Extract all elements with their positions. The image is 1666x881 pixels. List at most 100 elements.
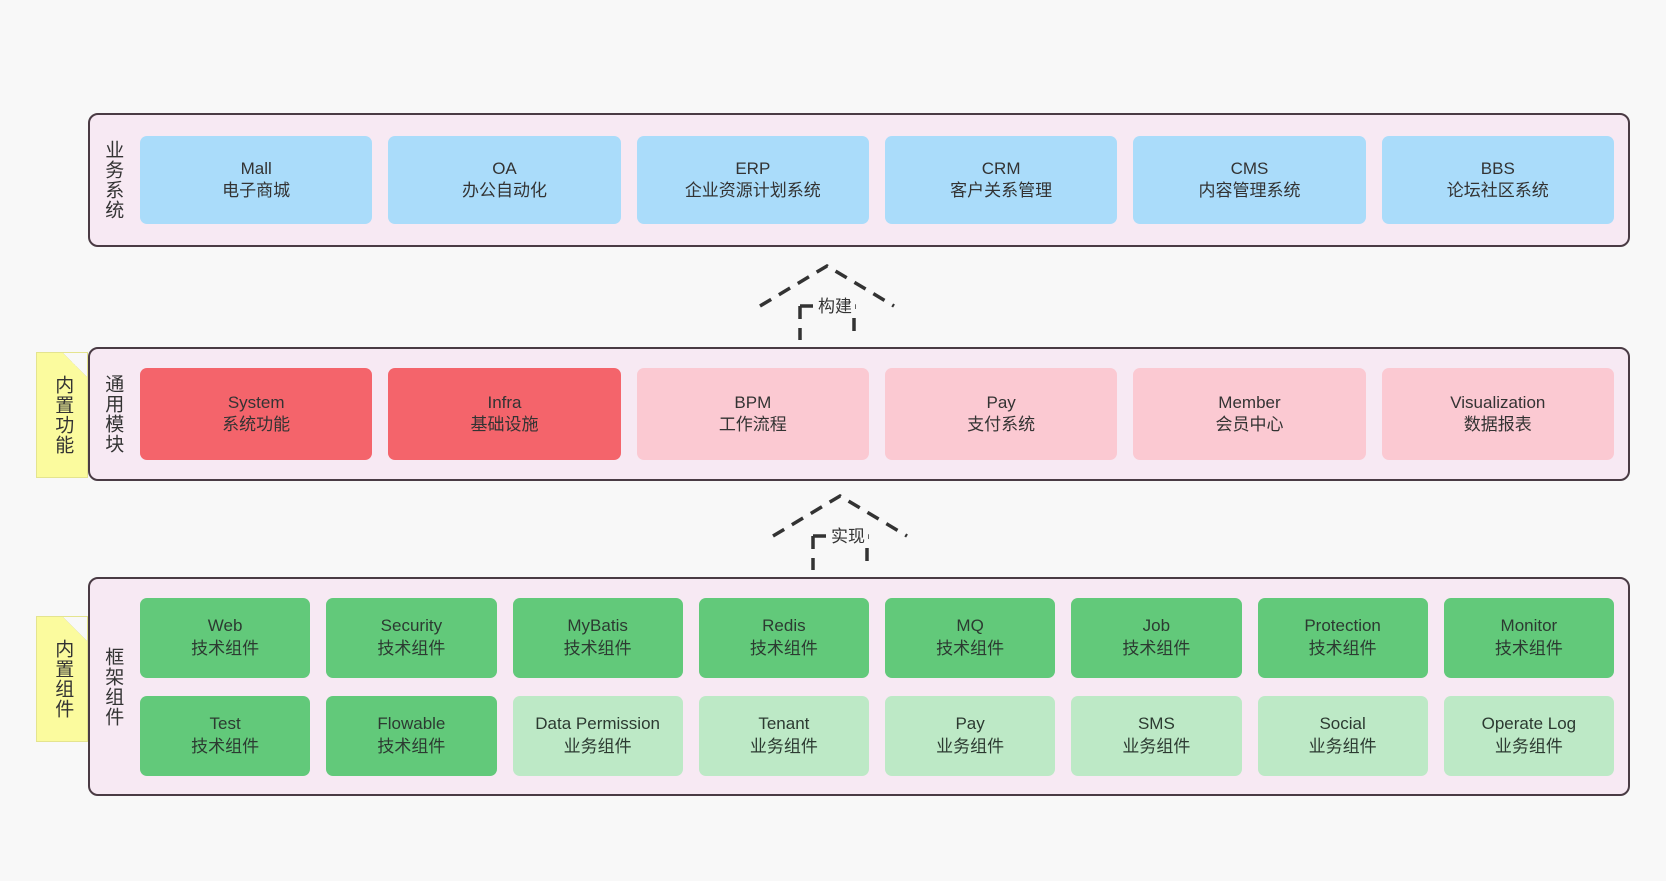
layer-body-framework-components: Web 技术组件 Security 技术组件 MyBatis 技术组件 Redi… — [134, 579, 1628, 794]
card-title: BPM — [734, 392, 772, 412]
card-protection[interactable]: Protection 技术组件 — [1257, 597, 1428, 678]
card-subtitle: 业务组件 — [563, 736, 632, 756]
card-subtitle: 业务组件 — [749, 736, 818, 756]
card-subtitle: 电子商城 — [222, 181, 291, 200]
card-title: Protection — [1304, 616, 1381, 636]
card-security[interactable]: Security 技术组件 — [326, 597, 497, 678]
card-bbs[interactable]: BBS 论坛社区系统 — [1381, 136, 1614, 224]
card-subtitle: 业务组件 — [936, 736, 1005, 756]
card-title: CMS — [1230, 158, 1269, 178]
card-bpm[interactable]: BPM 工作流程 — [636, 368, 869, 460]
card-subtitle: 技术组件 — [563, 638, 632, 658]
card-title: MyBatis — [567, 616, 628, 636]
sticky-fold-cover — [63, 353, 87, 377]
card-monitor[interactable]: Monitor 技术组件 — [1443, 597, 1614, 678]
card-operate-log[interactable]: Operate Log 业务组件 — [1443, 695, 1614, 776]
arrow-head-build — [759, 263, 895, 308]
card-job[interactable]: Job 技术组件 — [1071, 597, 1242, 678]
card-row: Web 技术组件 Security 技术组件 MyBatis 技术组件 Redi… — [140, 597, 1614, 678]
card-redis[interactable]: Redis 技术组件 — [698, 597, 869, 678]
card-title: Data Permission — [535, 714, 660, 734]
card-title: ERP — [735, 158, 771, 178]
card-subtitle: 技术组件 — [191, 638, 260, 658]
card-title: OA — [492, 158, 517, 178]
sticky-note-builtin-component: 内置组件 — [36, 616, 88, 742]
card-data-permission[interactable]: Data Permission 业务组件 — [512, 695, 683, 776]
card-tenant[interactable]: Tenant 业务组件 — [698, 695, 869, 776]
card-social[interactable]: Social 业务组件 — [1257, 695, 1428, 776]
card-row: System 系统功能 Infra 基础设施 BPM 工作流程 Pay 支付系统… — [140, 368, 1614, 460]
card-pay-business[interactable]: Pay 业务组件 — [885, 695, 1056, 776]
arrow-build: 构建 — [755, 262, 905, 340]
card-mybatis[interactable]: MyBatis 技术组件 — [512, 597, 683, 678]
card-title: Monitor — [1500, 616, 1558, 636]
card-title: SMS — [1137, 714, 1175, 734]
card-row: Mall 电子商城 OA 办公自动化 ERP 企业资源计划系统 CRM 客户关系… — [140, 136, 1614, 224]
card-subtitle: 技术组件 — [377, 638, 446, 658]
card-flowable[interactable]: Flowable 技术组件 — [326, 695, 497, 776]
card-subtitle: 技术组件 — [377, 736, 446, 756]
layer-common-modules: 通用模块 System 系统功能 Infra 基础设施 BPM 工作流程 Pay… — [88, 347, 1630, 481]
card-title: Web — [207, 616, 243, 636]
card-title: Mall — [240, 158, 272, 178]
arrow-head-implement — [772, 493, 908, 538]
card-subtitle: 业务组件 — [1122, 736, 1191, 756]
layer-title-business-systems: 业务系统 — [102, 140, 124, 220]
card-erp[interactable]: ERP 企业资源计划系统 — [636, 136, 869, 224]
card-title: Flowable — [377, 714, 446, 734]
card-visualization[interactable]: Visualization 数据报表 — [1381, 368, 1614, 460]
card-test[interactable]: Test 技术组件 — [140, 695, 311, 776]
card-pay[interactable]: Pay 支付系统 — [884, 368, 1118, 460]
card-title: Security — [380, 616, 443, 636]
card-subtitle: 会员中心 — [1215, 415, 1284, 434]
layer-body-common-modules: System 系统功能 Infra 基础设施 BPM 工作流程 Pay 支付系统… — [134, 349, 1628, 479]
card-subtitle: 技术组件 — [749, 638, 818, 658]
card-title: CRM — [981, 158, 1021, 178]
card-title: Test — [209, 714, 241, 734]
sticky-label: 内置组件 — [52, 639, 74, 719]
card-subtitle: 技术组件 — [1122, 638, 1191, 658]
card-subtitle: 基础设施 — [470, 415, 539, 434]
card-oa[interactable]: OA 办公自动化 — [388, 136, 621, 224]
card-title: Pay — [955, 714, 985, 734]
card-mall[interactable]: Mall 电子商城 — [140, 136, 373, 224]
card-subtitle: 技术组件 — [191, 736, 260, 756]
sticky-label: 内置功能 — [52, 375, 74, 455]
card-title: System — [227, 392, 285, 412]
layer-body-business-systems: Mall 电子商城 OA 办公自动化 ERP 企业资源计划系统 CRM 客户关系… — [134, 115, 1628, 245]
card-infra[interactable]: Infra 基础设施 — [388, 368, 621, 460]
card-subtitle: 工作流程 — [718, 415, 787, 434]
card-row: Test 技术组件 Flowable 技术组件 Data Permission … — [140, 695, 1614, 776]
layer-framework-components: 框架组件 Web 技术组件 Security 技术组件 MyBatis 技术组件… — [88, 577, 1630, 796]
card-system[interactable]: System 系统功能 — [140, 368, 373, 460]
card-sms[interactable]: SMS 业务组件 — [1071, 695, 1242, 776]
card-title: Member — [1218, 392, 1281, 412]
layer-title-framework-components: 框架组件 — [102, 646, 124, 727]
card-subtitle: 论坛社区系统 — [1446, 181, 1549, 200]
card-title: Visualization — [1450, 392, 1546, 412]
card-title: Infra — [487, 392, 522, 412]
card-title: Tenant — [758, 714, 810, 734]
card-web[interactable]: Web 技术组件 — [140, 597, 311, 678]
card-member[interactable]: Member 会员中心 — [1133, 368, 1366, 460]
layer-business-systems: 业务系统 Mall 电子商城 OA 办公自动化 ERP 企业资源计划系统 CRM… — [88, 113, 1630, 247]
card-subtitle: 企业资源计划系统 — [684, 181, 821, 200]
card-title: MQ — [956, 616, 984, 636]
card-title: Redis — [762, 616, 806, 636]
card-mq[interactable]: MQ 技术组件 — [885, 597, 1056, 678]
card-title: Social — [1319, 714, 1366, 734]
card-subtitle: 系统功能 — [222, 415, 291, 434]
card-crm[interactable]: CRM 客户关系管理 — [884, 136, 1118, 224]
layer-title-common-modules: 通用模块 — [102, 374, 124, 454]
card-title: Job — [1142, 616, 1171, 636]
card-subtitle: 业务组件 — [1494, 736, 1563, 756]
card-subtitle: 支付系统 — [967, 415, 1036, 434]
arrow-label-implement: 实现 — [828, 522, 868, 547]
sticky-fold-cover — [63, 617, 87, 641]
card-subtitle: 技术组件 — [936, 638, 1005, 658]
card-cms[interactable]: CMS 内容管理系统 — [1133, 136, 1366, 224]
card-subtitle: 办公自动化 — [461, 181, 547, 200]
card-subtitle: 技术组件 — [1308, 638, 1377, 658]
card-subtitle: 内容管理系统 — [1198, 181, 1301, 200]
sticky-note-builtin-function: 内置功能 — [36, 352, 88, 478]
